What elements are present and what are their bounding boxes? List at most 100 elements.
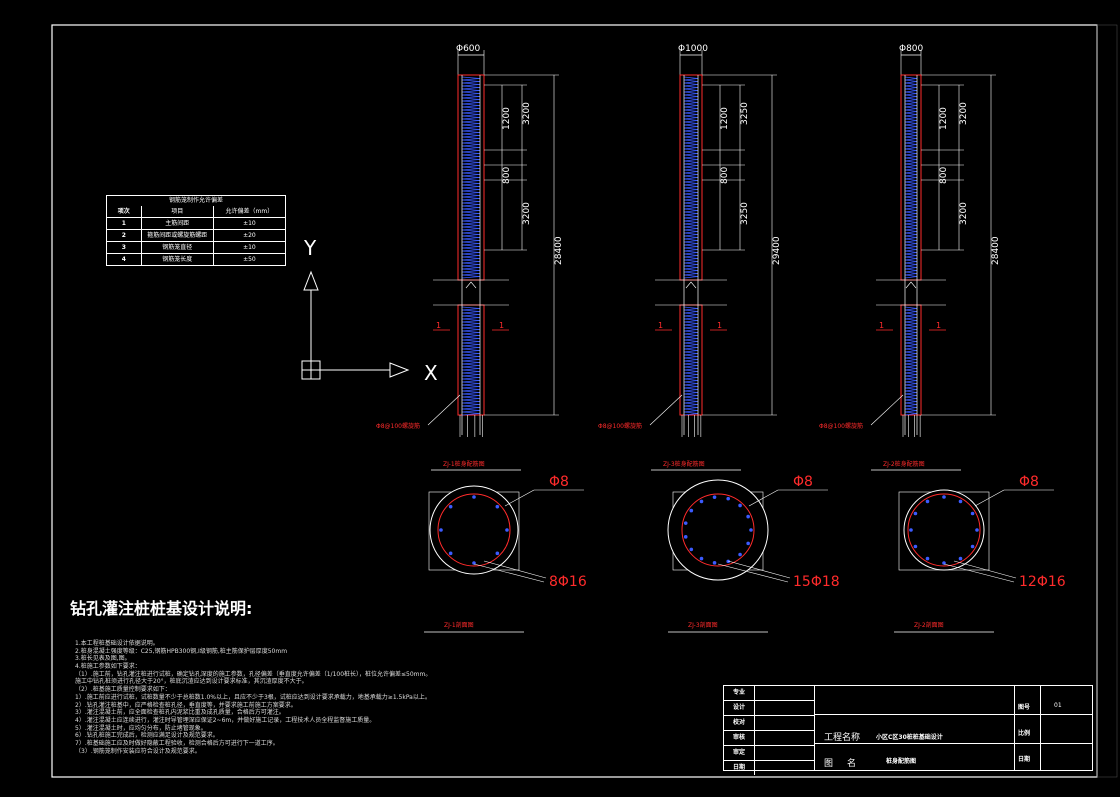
section-main-bar [472, 561, 476, 565]
title-block-role-key: 专业 [724, 686, 755, 700]
pile-diameter-label: Φ800 [899, 44, 924, 54]
section-mark-right: 1 [499, 321, 504, 330]
section-main-bar [958, 499, 963, 504]
title-block-role-key: 设计 [724, 701, 755, 715]
table-cell: ±20 [212, 230, 285, 241]
design-note-line: 7）.桩基础施工应及时做好隐蔽工程验收，检测合格后方可进行下一道工序。 [75, 739, 279, 747]
section-caption: ZJ-1剖面图 [444, 621, 474, 629]
title-block-role-key: 审定 [724, 746, 755, 760]
title-block-role-key: 日期 [724, 761, 755, 775]
spiral-leader [427, 394, 461, 426]
section-main-bar [746, 514, 750, 519]
design-note-line: 3.桩长见表及图,图。 [75, 655, 131, 663]
dim-text: 3250 [740, 102, 750, 125]
main-bar-leader [717, 563, 789, 583]
section-mark-left: 1 [436, 321, 441, 330]
design-note-line: 1.本工程桩基础设计依据说明。 [75, 640, 159, 647]
drawing-no-value: 01 [1054, 702, 1062, 709]
dim-text: 1200 [720, 107, 730, 130]
section-main-bar [726, 496, 730, 501]
spiral-rebar-lower [904, 306, 918, 416]
dim-text: 3200 [959, 202, 969, 225]
section-main-bar [975, 528, 979, 532]
dim-text: 800 [720, 167, 730, 184]
design-note-line: （2）.桩基施工质量控制要求如下： [75, 686, 171, 694]
table-cell: 钢筋笼长度 [140, 254, 213, 265]
main-bar-leader [727, 560, 791, 579]
section-outer-circle [429, 485, 519, 575]
stirrup-leader [974, 489, 1005, 507]
section-caption: ZJ-2剖面图 [914, 621, 944, 629]
pile-upper-outline [900, 74, 922, 281]
section-main-bar [439, 528, 443, 532]
main-bar-leader [953, 560, 1017, 579]
elevation-caption: ZJ-3桩身配筋图 [663, 460, 705, 468]
section-mark-left: 1 [879, 321, 884, 330]
section-main-bar [925, 556, 930, 561]
main-bar-label: 15Φ18 [793, 574, 840, 590]
table-cell: ±10 [212, 218, 285, 229]
section-main-bar [942, 561, 946, 565]
table-cell: 4 [121, 256, 126, 263]
section-main-bar [913, 511, 918, 516]
design-note-line: （3）.钢筋笼制作安装应符合设计及规范要求。 [75, 747, 201, 755]
section-main-bar [738, 552, 742, 557]
table-cell: ±50 [212, 254, 285, 265]
section-main-bar [699, 499, 704, 504]
section-main-bar [746, 541, 750, 546]
elevation-caption: ZJ-1桩身配筋图 [443, 460, 485, 468]
main-bar-label: 8Φ16 [549, 574, 587, 590]
section-main-bar [749, 528, 753, 532]
stirrup-label: Φ8 [549, 474, 569, 490]
title-block-role-row: 专业 [724, 686, 814, 700]
section-main-bar [448, 504, 453, 509]
table-cell: 2 [121, 232, 126, 239]
design-notes-title: 钻孔灌注桩桩基设计说明: [70, 599, 253, 618]
dim-text: 800 [939, 167, 949, 184]
spiral-rebar-upper [904, 76, 918, 279]
stirrup-leader [748, 489, 779, 507]
title-block-meta: 图号 01 比例 日期 [1014, 686, 1092, 770]
section-mark-left: 1 [658, 321, 663, 330]
drawing-no-key: 图号 [1018, 704, 1031, 711]
section-main-bar [683, 535, 688, 539]
section-stirrup-ring [681, 493, 755, 567]
dim-text: 3200 [959, 102, 969, 125]
spiral-rebar-upper [461, 76, 481, 279]
spiral-rebar-upper [683, 76, 699, 279]
section-main-bar [909, 528, 913, 532]
section-main-bar [970, 511, 975, 516]
design-notes-list: 1.本工程桩基础设计依据说明。2.桩身混凝土强度等级：C25,钢筋HPB300钢… [75, 640, 431, 755]
dim-text: 3200 [522, 202, 532, 225]
design-note-line: （1）.施工前，钻孔灌注桩进行试桩，确定钻孔深度的施工参数，孔径偏差（垂直度允许… [75, 670, 432, 678]
section-main-bar [495, 551, 500, 556]
spiral-leader [870, 394, 904, 426]
design-note-line: 2）.钻孔灌注桩基中，应严格检查桩孔径，垂直度等，并要求施工前施工方案要求。 [75, 701, 297, 709]
table-cell: 钢筋笼直径 [140, 242, 213, 253]
pile-upper-outline [679, 74, 703, 281]
tolerance-table-title: 钢筋笼制作允许偏差 [168, 197, 223, 204]
title-block-role-row: 校对 [724, 715, 814, 730]
section-main-bar [970, 544, 975, 549]
section-outer-circle [667, 479, 769, 581]
section-main-bar [505, 528, 509, 532]
table-header-row: 项次项目允许偏差（mm） [107, 206, 285, 217]
frame-margin [1096, 24, 1118, 778]
table-cell: 3 [121, 244, 126, 251]
spiral-label: Φ8@100螺旋筋 [819, 422, 863, 430]
x-axis-label: X [424, 361, 438, 385]
stirrup-label: Φ8 [793, 474, 813, 490]
pile-diameter-label: Φ600 [456, 44, 481, 54]
title-block-role-key: 校对 [724, 716, 755, 730]
table-cell: 主筋间距 [140, 218, 213, 229]
date-key: 日期 [1018, 756, 1031, 763]
section-main-bar [689, 508, 694, 513]
title-block-role-row: 日期 [724, 760, 814, 775]
